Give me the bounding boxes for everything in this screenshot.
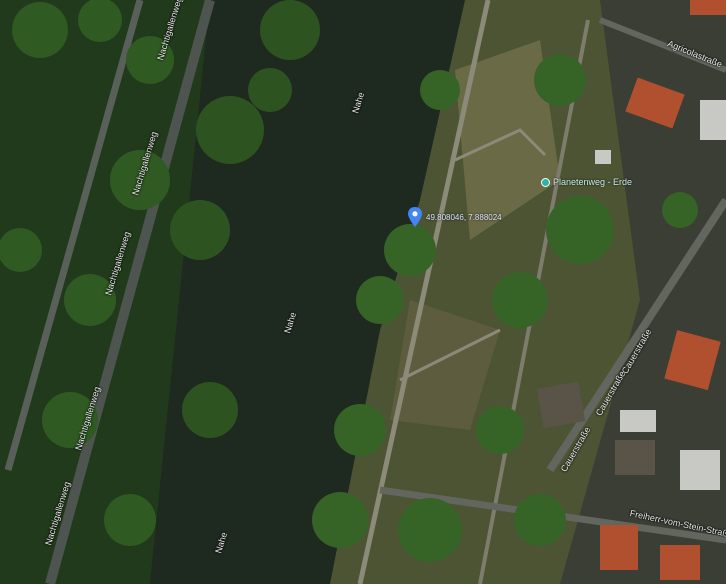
poi-pin-icon [541,177,550,187]
coordinates-label: 49.808046, 7.888024 [426,212,502,222]
location-pin-icon [408,207,422,227]
location-marker[interactable]: 49.808046, 7.888024 [408,207,502,227]
poi-planetenweg-erde[interactable]: Planetenweg - Erde [541,177,632,187]
poi-label: Planetenweg - Erde [553,177,633,187]
